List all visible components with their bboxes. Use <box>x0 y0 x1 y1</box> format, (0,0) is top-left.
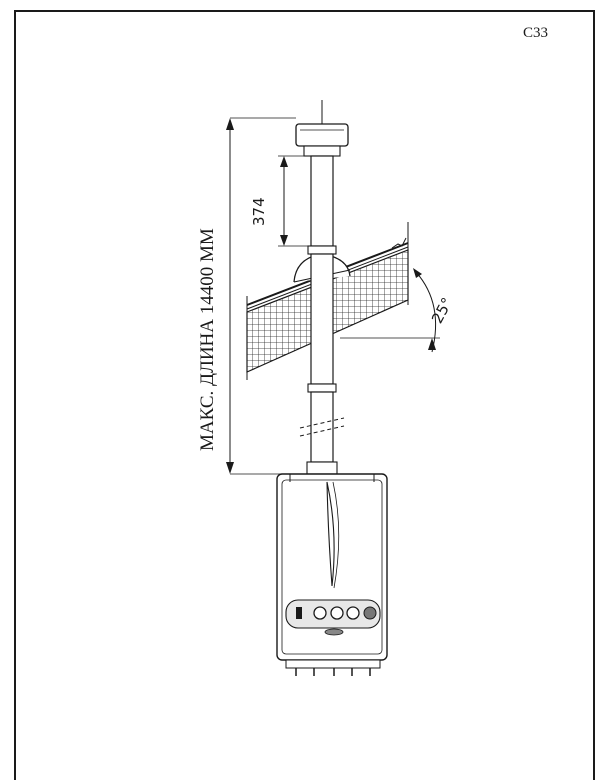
boiler-unit <box>276 473 388 676</box>
roof-angle-indicator <box>340 268 440 353</box>
segment-dimension-label: 374 <box>250 197 268 226</box>
figure-code: C33 <box>523 25 549 41</box>
max-length-label: МАКС. ДЛИНА 14400 ММ <box>197 228 218 451</box>
flue-pipe <box>295 100 349 475</box>
figure-frame <box>14 10 595 780</box>
segment-dimension <box>278 155 311 247</box>
